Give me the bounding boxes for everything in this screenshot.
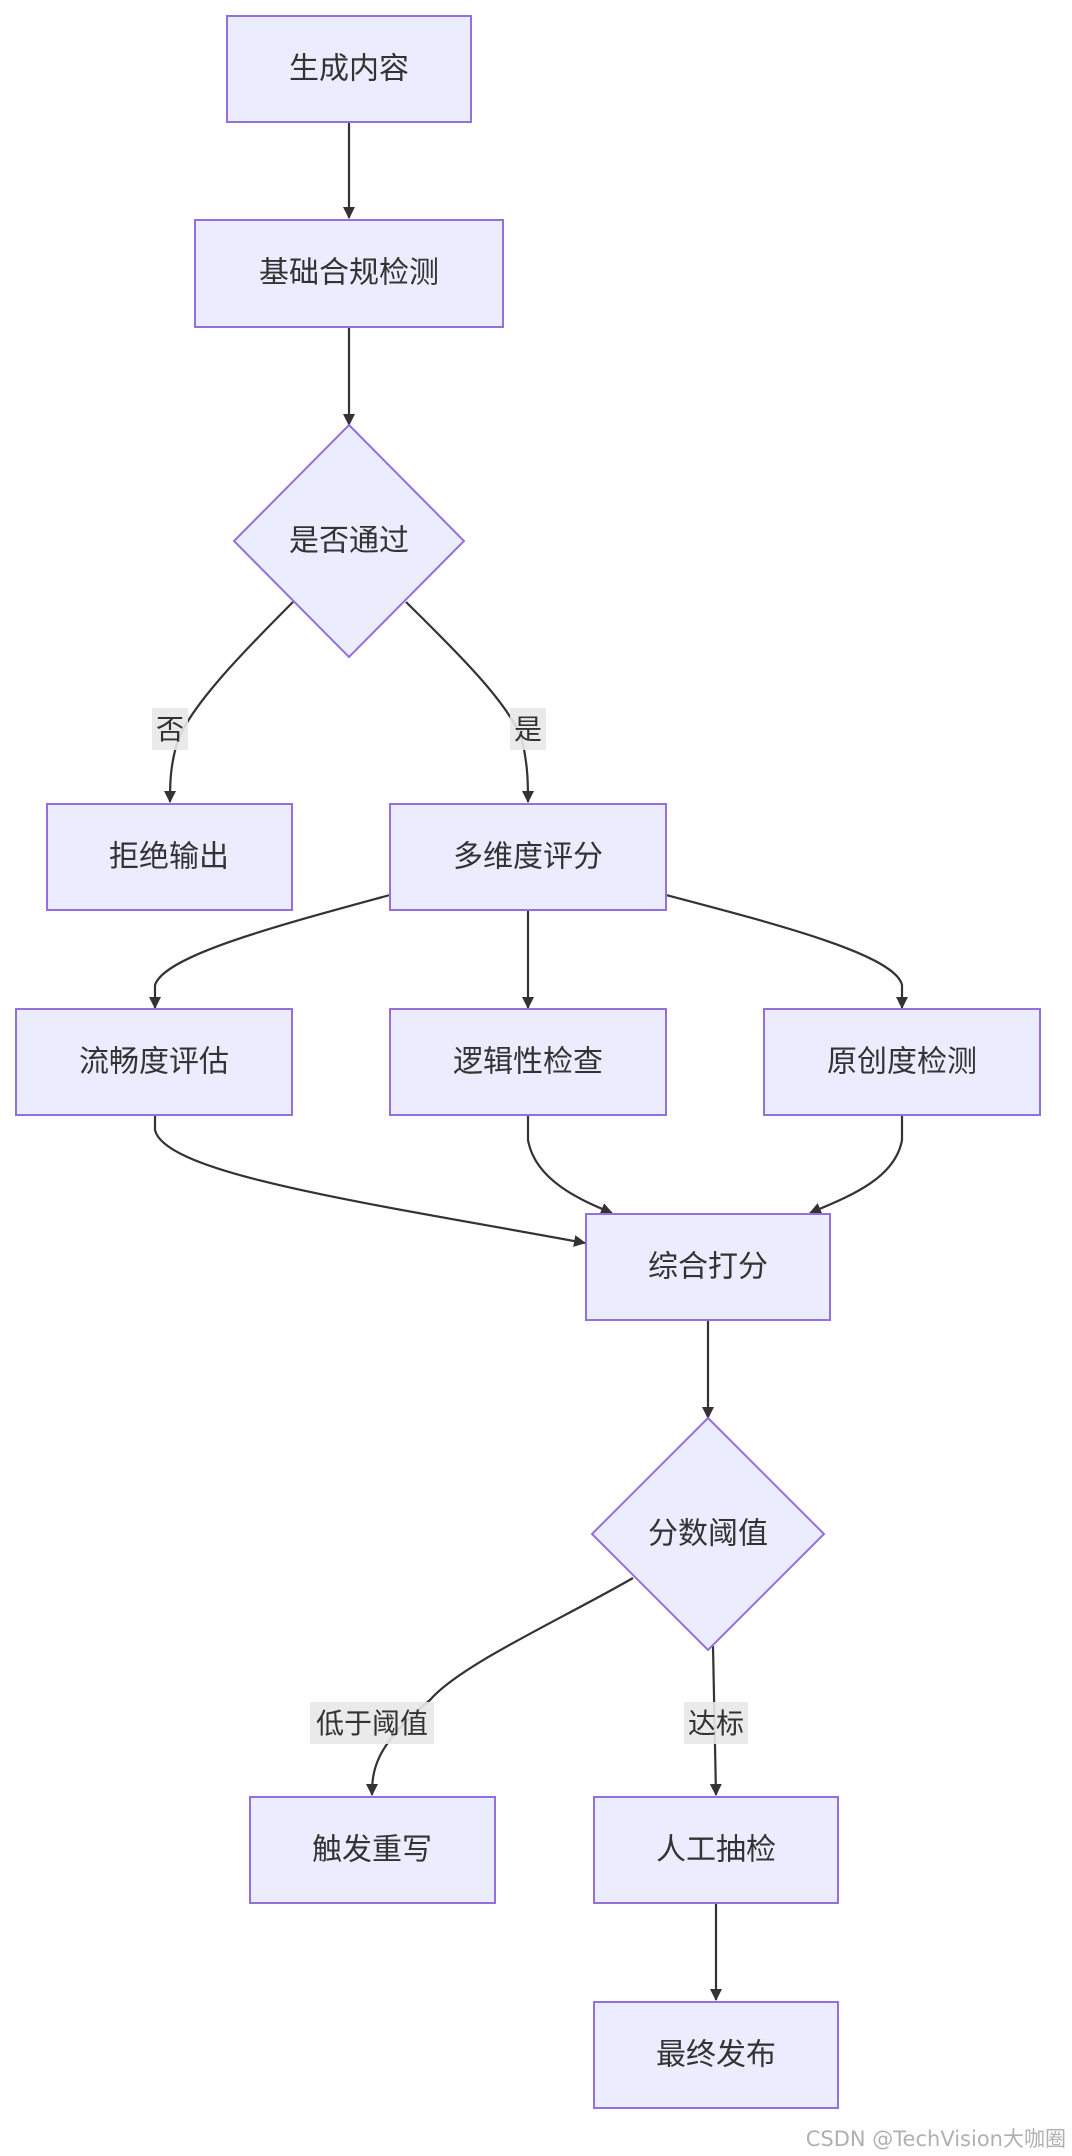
- node-label-fluency: 流畅度评估: [79, 1045, 229, 1080]
- label-bg-meets: [684, 1702, 748, 1744]
- node-logic: 逻辑性检查: [389, 1008, 667, 1116]
- edge-label-below: 低于阈值: [316, 1707, 428, 1740]
- node-publish: 最终发布: [593, 2001, 839, 2109]
- node-label-pass-decision: 是否通过: [289, 524, 409, 559]
- node-label-composite: 综合打分: [648, 1250, 768, 1285]
- nodes: 生成内容 基础合规检测 是否通过 拒绝输出 多维度评分 流畅度评估 逻辑性检查: [15, 15, 1041, 2109]
- node-label-threshold-decision: 分数阈值: [648, 1517, 768, 1552]
- edge-fluency-to-composite: [153, 1115, 586, 1247]
- node-label-multi-score: 多维度评分: [453, 840, 603, 875]
- edge-multi-score-to-originality: [665, 893, 908, 1009]
- edge-pass-decision-to-multi-score: [405, 601, 534, 803]
- edge-label-no: 否: [156, 713, 184, 746]
- edge-label-yes: 是: [514, 713, 542, 746]
- edge-logic-to-composite: [526, 1115, 613, 1215]
- node-reject: 拒绝输出: [46, 803, 293, 911]
- node-label-reject: 拒绝输出: [109, 840, 229, 875]
- node-basic-check: 基础合规检测: [194, 219, 504, 328]
- node-label-generate: 生成内容: [289, 52, 409, 87]
- node-composite: 综合打分: [585, 1213, 831, 1321]
- label-bg-yes: [510, 708, 546, 750]
- node-originality: 原创度检测: [763, 1008, 1041, 1116]
- edge-pass-decision-to-reject: [164, 601, 294, 803]
- node-fluency: 流畅度评估: [15, 1008, 293, 1116]
- node-label-logic: 逻辑性检查: [453, 1045, 603, 1080]
- watermark: CSDN @TechVision大咖圈: [806, 2127, 1066, 2151]
- node-label-publish: 最终发布: [656, 2038, 776, 2073]
- node-rewrite: 触发重写: [249, 1796, 496, 1904]
- node-multi-score: 多维度评分: [389, 803, 667, 911]
- edge-label-meets: 达标: [688, 1707, 744, 1740]
- edge-labels: 否 是 低于阈值 达标: [152, 708, 748, 1744]
- label-bg-below: [310, 1702, 434, 1744]
- node-threshold-decision: 分数阈值: [590, 1416, 826, 1652]
- node-manual-review: 人工抽检: [593, 1796, 839, 1904]
- node-generate: 生成内容: [226, 15, 472, 123]
- node-label-rewrite: 触发重写: [312, 1833, 432, 1868]
- node-label-basic-check: 基础合规检测: [259, 256, 439, 291]
- edge-originality-to-composite: [809, 1115, 904, 1215]
- node-pass-decision: 是否通过: [232, 423, 466, 659]
- edge-threshold-to-rewrite: [366, 1577, 634, 1796]
- node-label-originality: 原创度检测: [827, 1045, 977, 1080]
- node-label-manual-review: 人工抽检: [656, 1833, 776, 1868]
- edge-multi-score-to-fluency: [149, 893, 391, 1009]
- label-bg-no: [152, 708, 188, 750]
